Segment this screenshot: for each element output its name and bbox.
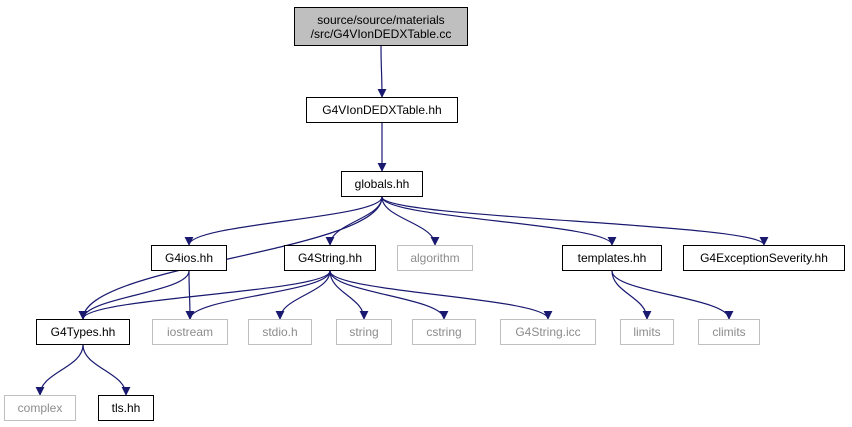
edge-g4ios-to-g4types	[78, 270, 190, 320]
node-g4vionsdedxtable-cc[interactable]: source/source/materials /src/G4VIonDEDXT…	[294, 7, 468, 46]
node-label-line2: /src/G4VIonDEDXTable.cc	[310, 26, 452, 41]
edge-globals-to-g4ios	[184, 196, 383, 246]
node-label: G4String.icc	[515, 325, 581, 339]
node-g4ios-hh[interactable]: G4ios.hh	[151, 245, 227, 271]
node-label: G4ExceptionSeverity.hh	[700, 251, 828, 265]
node-label: G4ios.hh	[164, 251, 214, 265]
node-cstring[interactable]: cstring	[412, 319, 476, 345]
node-label: G4Types.hh	[50, 325, 116, 339]
edge-g4string-to-iostream	[185, 270, 331, 320]
edge-g4string-to-string	[329, 270, 369, 320]
node-iostream[interactable]: iostream	[152, 319, 228, 345]
edge-g4ios-to-iostream	[185, 270, 195, 320]
node-label: stdio.h	[262, 325, 298, 339]
node-g4viondedxtable-hh[interactable]: G4VIonDEDXTable.hh	[306, 97, 458, 123]
node-label: climits	[712, 325, 746, 339]
edge-globals-to-templates	[381, 196, 617, 246]
edge-globals-to-algorithm	[381, 196, 440, 246]
node-g4string-icc[interactable]: G4String.icc	[500, 319, 596, 345]
node-label: G4VIonDEDXTable.hh	[322, 103, 442, 117]
edge-g4string-to-stdio	[275, 270, 331, 320]
node-algorithm[interactable]: algorithm	[397, 245, 473, 271]
node-g4types-hh[interactable]: G4Types.hh	[36, 319, 130, 345]
node-label-line1: source/source/materials	[317, 12, 445, 27]
edge-globals-to-g4types	[78, 196, 383, 320]
node-label: G4String.hh	[297, 251, 363, 265]
edge-g4types-to-tls	[82, 344, 131, 396]
node-stdio-h[interactable]: stdio.h	[248, 319, 312, 345]
node-g4string-hh[interactable]: G4String.hh	[284, 245, 376, 271]
edge-g4string-to-cstring	[329, 270, 449, 320]
node-templates-hh[interactable]: templates.hh	[562, 245, 662, 271]
node-label: complex	[17, 401, 63, 415]
node-limits[interactable]: limits	[620, 319, 674, 345]
edge-g4string-to-g4types	[78, 270, 331, 320]
edge-globals-to-g4string	[325, 196, 383, 246]
node-label: globals.hh	[354, 177, 410, 191]
node-label: cstring	[426, 325, 462, 339]
edge-globals-to-g4exception	[381, 196, 769, 246]
node-climits[interactable]: climits	[698, 319, 760, 345]
node-label: limits	[633, 325, 661, 339]
node-label: tls.hh	[111, 401, 141, 415]
node-label: templates.hh	[577, 251, 647, 265]
edge-g4string-to-g4stringicc	[329, 270, 553, 320]
node-string[interactable]: string	[336, 319, 392, 345]
node-tls-hh[interactable]: tls.hh	[98, 395, 154, 421]
node-label: iostream	[166, 325, 213, 339]
node-globals-hh[interactable]: globals.hh	[341, 171, 423, 197]
edge-g4types-to-complex	[35, 344, 84, 396]
edge-templates-to-climits	[611, 270, 734, 320]
edge-templates-to-limits	[611, 270, 652, 320]
node-label: algorithm	[410, 251, 460, 265]
node-label: string	[349, 325, 379, 339]
node-g4exceptionseverity-hh[interactable]: G4ExceptionSeverity.hh	[683, 245, 845, 271]
edge-root-to-g4vion	[377, 45, 387, 98]
node-complex[interactable]: complex	[4, 395, 76, 421]
